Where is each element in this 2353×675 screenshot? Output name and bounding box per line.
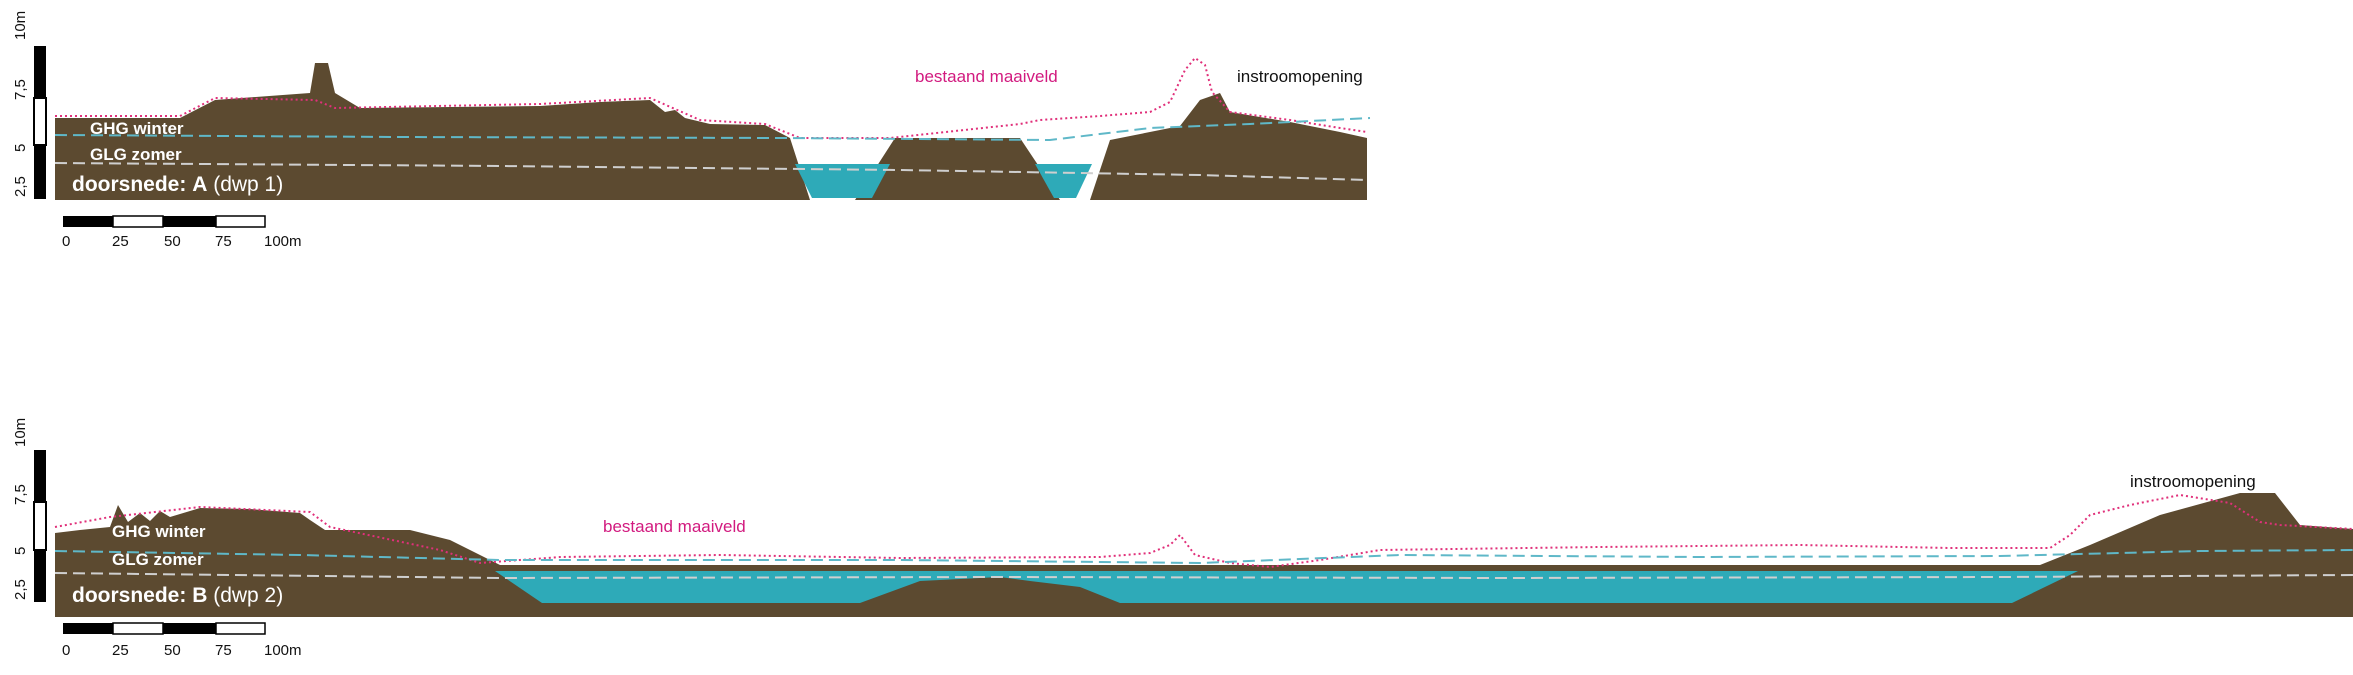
horizontal-scale-bar-b xyxy=(63,622,266,635)
hscale-b-seg4 xyxy=(215,622,266,635)
vscale-block-mid xyxy=(33,97,47,146)
hscale-a-tick-100m: 100m xyxy=(264,233,302,250)
hscale-b-tick-75: 75 xyxy=(215,642,232,659)
existing-surface-label-a: bestaand maaiveld xyxy=(915,67,1058,86)
vscale-block-top xyxy=(34,46,46,98)
hscale-a-tick-0: 0 xyxy=(62,233,71,250)
hscale-b-seg2 xyxy=(112,622,164,635)
section-title-a-letter: A xyxy=(192,173,208,196)
ghg-line-b xyxy=(54,549,2353,565)
hscale-b-seg3 xyxy=(163,623,216,634)
hscale-b-tick-25: 25 xyxy=(112,642,129,659)
section-title-a-prefix: doorsnede: xyxy=(72,173,187,196)
cross-section-a-drawing xyxy=(33,46,1371,228)
hscale-a-seg1 xyxy=(63,216,113,227)
vscale-b-tick-10m: 10m xyxy=(12,417,29,447)
section-title-a-suffix: (dwp 1) xyxy=(213,173,284,196)
vscale-b-tick-7-5: 7,5 xyxy=(12,484,29,505)
hscale-a-tick-75: 75 xyxy=(215,233,232,250)
horizontal-scale-bar-a xyxy=(63,215,266,228)
cross-section-b: 2,5 5 7,5 10m GHG winter GLG zomer doors… xyxy=(0,405,2353,675)
hscale-a-tick-50: 50 xyxy=(164,233,181,250)
inflow-opening-label-b: instroomopening xyxy=(2130,472,2256,491)
vscale-b-block-bottom xyxy=(34,550,46,602)
vscale-b-tick-5: 5 xyxy=(12,546,29,555)
glg-zomer-label-a: GLG zomer xyxy=(90,145,182,164)
hscale-b-tick-100m: 100m xyxy=(264,642,302,659)
hscale-a-tick-25: 25 xyxy=(112,233,129,250)
vscale-b-tick-2-5: 2,5 xyxy=(12,579,29,600)
vertical-scale-bar xyxy=(33,46,47,199)
vscale-block-bottom xyxy=(34,145,46,199)
water-b-lake xyxy=(495,571,2078,603)
vscale-a-tick-2-5: 2,5 xyxy=(12,176,29,197)
section-title-b-letter: B xyxy=(192,584,208,607)
water-a-left-channel xyxy=(795,164,890,198)
ghg-winter-label-a: GHG winter xyxy=(90,119,184,138)
cross-section-b-drawing xyxy=(33,450,2353,635)
vscale-a-tick-7-5: 7,5 xyxy=(12,79,29,100)
section-title-b-prefix: doorsnede: xyxy=(72,584,187,607)
glg-line-a xyxy=(54,162,1368,181)
vscale-a-tick-5: 5 xyxy=(12,143,29,152)
section-title-a: doorsnede: A (dwp 1) xyxy=(72,174,283,195)
hscale-a-seg2 xyxy=(112,215,164,228)
vscale-b-block-mid xyxy=(33,501,47,551)
ghg-winter-label-b: GHG winter xyxy=(112,522,206,541)
vertical-scale-bar-b xyxy=(33,450,47,602)
hscale-b-tick-50: 50 xyxy=(164,642,181,659)
vscale-a-tick-10m: 10m xyxy=(12,10,29,40)
hscale-a-seg3 xyxy=(163,216,216,227)
hscale-a-seg4 xyxy=(215,215,266,228)
hscale-b-tick-0: 0 xyxy=(62,642,71,659)
cross-section-a: 2,5 5 7,5 10m GHG winter GLG zomer doors… xyxy=(0,0,2353,250)
section-title-b: doorsnede: B (dwp 2) xyxy=(72,585,283,606)
section-title-b-suffix: (dwp 2) xyxy=(213,584,284,607)
glg-line-b xyxy=(54,572,2353,580)
hscale-b-seg1 xyxy=(63,623,113,634)
glg-zomer-label-b: GLG zomer xyxy=(112,550,204,569)
existing-surface-label-b: bestaand maaiveld xyxy=(603,517,746,536)
inflow-opening-label-a: instroomopening xyxy=(1237,67,1363,86)
ghg-line-a xyxy=(54,117,1371,142)
vscale-b-block-top xyxy=(34,450,46,502)
